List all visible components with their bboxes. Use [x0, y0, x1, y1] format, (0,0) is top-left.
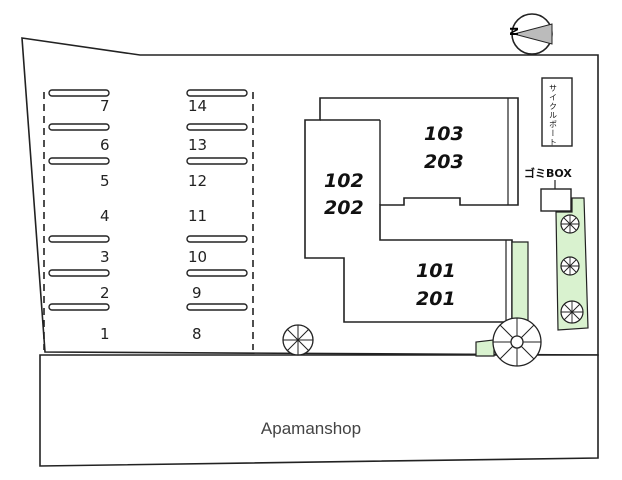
wheel-stop — [186, 235, 248, 243]
parking-number: 14 — [188, 97, 207, 115]
parking-number: 4 — [100, 207, 110, 225]
trash-box-label: ゴミBOX — [524, 166, 572, 180]
unit-label: 102 — [324, 170, 364, 192]
parking-number: 2 — [100, 284, 110, 302]
road-area — [39, 354, 599, 467]
wheel-stop — [48, 269, 110, 277]
road-brand-label: Apamanshop — [261, 419, 361, 438]
tree-icon — [492, 317, 542, 367]
wheel-stop — [186, 157, 248, 165]
wheel-stop — [186, 123, 248, 131]
wheel-stoppers-right — [186, 89, 248, 311]
wheel-stop — [48, 303, 110, 311]
unit-label: 201 — [416, 288, 456, 310]
tree-icon — [560, 256, 580, 276]
parking-number: 10 — [188, 248, 207, 266]
wheel-stop — [48, 123, 110, 131]
parking-number: 5 — [100, 172, 110, 190]
wheel-stop — [186, 89, 248, 97]
parking-number: 7 — [100, 97, 110, 115]
unit-label: 203 — [424, 151, 464, 173]
building-outline — [304, 97, 519, 323]
wheel-stop — [48, 89, 110, 97]
north-label: N — [508, 27, 521, 36]
wheel-stop — [186, 269, 248, 277]
unit-label: 202 — [324, 197, 364, 219]
trash-box — [540, 188, 572, 212]
parking-number: 8 — [192, 325, 202, 343]
parking-number: 12 — [188, 172, 207, 190]
tree-icon — [282, 324, 314, 356]
parking-number: 6 — [100, 136, 110, 154]
north-arrow-icon: N — [508, 13, 553, 55]
wheel-stop — [186, 303, 248, 311]
wheel-stoppers-left — [48, 89, 110, 311]
wheel-stop — [48, 157, 110, 165]
unit-label: 101 — [416, 260, 456, 282]
parking-number: 3 — [100, 248, 110, 266]
site-boundary — [21, 37, 599, 356]
bike-port — [541, 77, 573, 147]
parking-number: 13 — [188, 136, 207, 154]
unit-label: 103 — [424, 123, 464, 145]
wheel-stop — [48, 235, 110, 243]
parking-number: 11 — [188, 207, 207, 225]
tree-icon — [560, 300, 584, 324]
bike-port-label: サイクルポート — [549, 84, 558, 147]
parking-number: 9 — [192, 284, 202, 302]
tree-icon — [560, 214, 580, 234]
parking-number: 1 — [100, 325, 110, 343]
